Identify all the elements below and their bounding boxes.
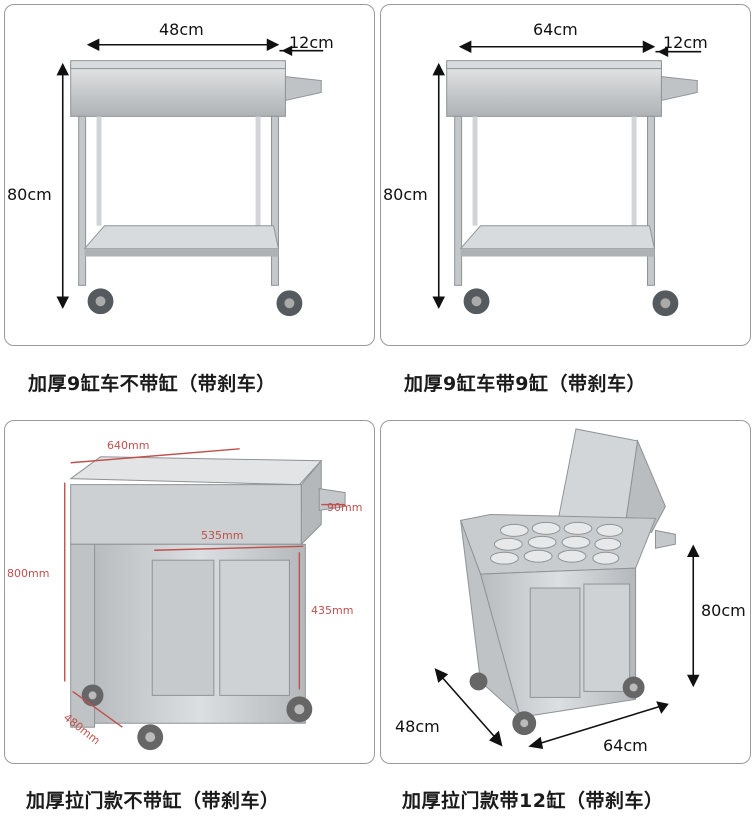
- width-dimension-label: 48cm: [159, 20, 204, 39]
- handle-dimension-label: 12cm: [289, 33, 334, 52]
- cabinet-image-3: [64, 448, 346, 751]
- trolley-image-1: [56, 38, 324, 317]
- product-card-3[interactable]: 640mm 90mm 535mm 800mm 435mm 480mm: [4, 420, 375, 764]
- product-caption-3: 加厚拉门款不带缸（带刹车）: [26, 790, 280, 812]
- product-caption-1: 加厚9缸车不带缸（带刹车）: [28, 373, 276, 395]
- product-caption-4: 加厚拉门款带12缸（带刹车）: [402, 790, 664, 812]
- product-card-2[interactable]: 64cm 12cm 80cm: [380, 4, 751, 346]
- cabinet-image-4: [434, 428, 700, 750]
- width-dimension-label: 64cm: [603, 736, 648, 755]
- product-card-1[interactable]: 48cm 12cm 80cm: [4, 4, 375, 346]
- width-dimension-label: 64cm: [533, 20, 578, 39]
- door-width-dimension-label: 535mm: [201, 529, 244, 542]
- width-dimension-label: 640mm: [107, 439, 150, 452]
- height-dimension-label: 800mm: [7, 567, 50, 580]
- door-height-dimension-label: 435mm: [311, 604, 354, 617]
- height-dimension-label: 80cm: [7, 185, 52, 204]
- product-card-4[interactable]: 80cm 48cm 64cm: [380, 420, 751, 764]
- product-caption-2: 加厚9缸车带9缸（带刹车）: [404, 373, 646, 395]
- trolley-image-2: [432, 40, 702, 317]
- height-dimension-label: 80cm: [701, 601, 746, 620]
- handle-dimension-label: 12cm: [663, 33, 708, 52]
- handle-dimension-label: 90mm: [327, 501, 363, 514]
- height-dimension-label: 80cm: [383, 185, 428, 204]
- depth-dimension-label: 48cm: [395, 717, 440, 736]
